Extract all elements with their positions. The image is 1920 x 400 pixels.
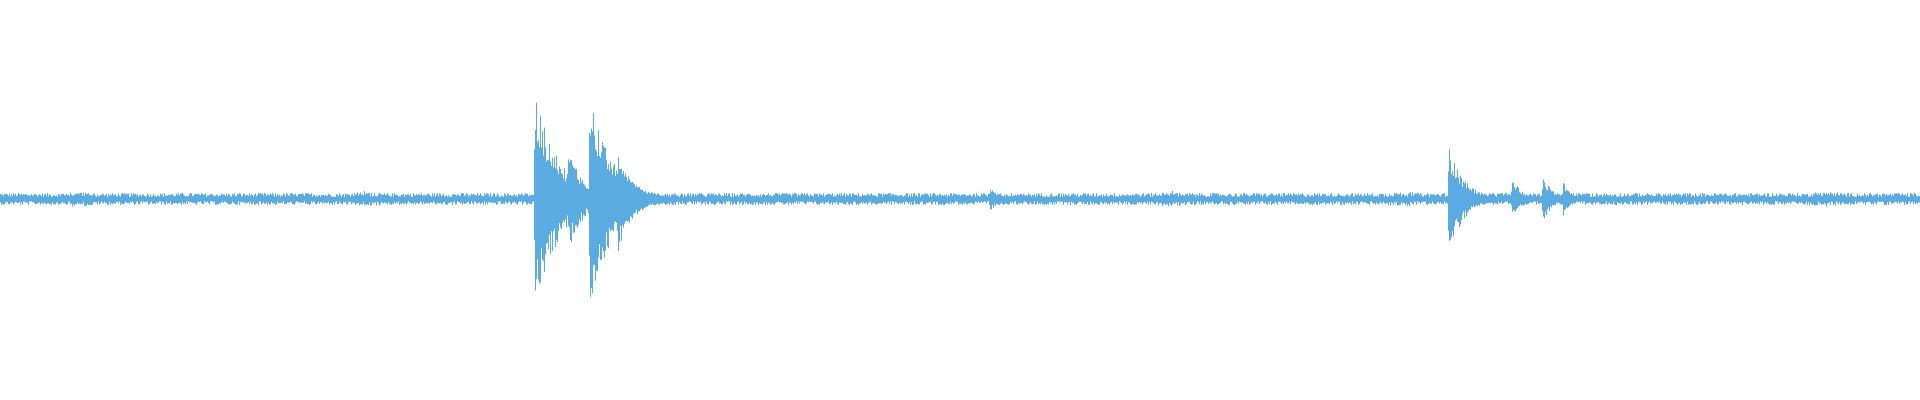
waveform-trace: [0, 102, 1920, 297]
